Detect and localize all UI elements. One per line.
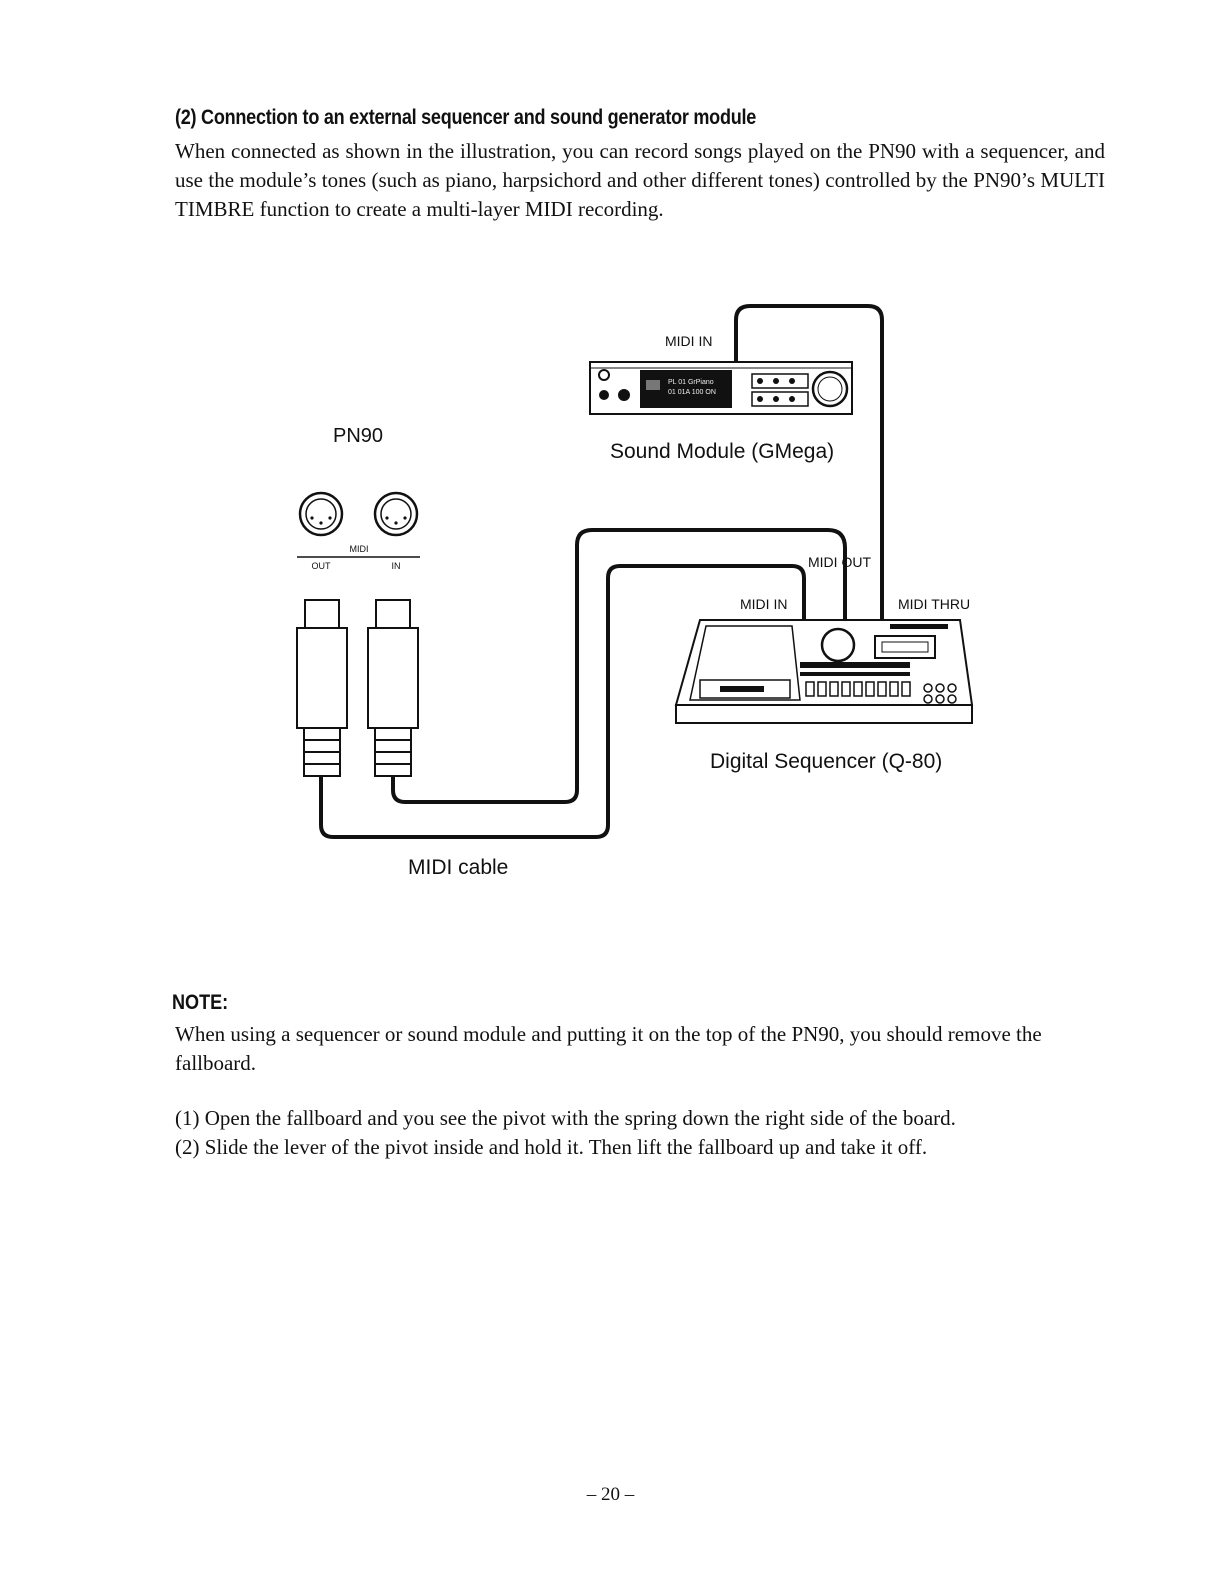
pn90-in-cable: [391, 528, 847, 804]
in-jack-label: IN: [392, 561, 401, 571]
seq-midi-thru-label: MIDI THRU: [898, 596, 970, 612]
seq-midi-in-label: MIDI IN: [740, 596, 787, 612]
section-heading: (2) Connection to an external sequencer …: [175, 106, 757, 129]
thru-to-module-cable: [734, 304, 884, 622]
lcd-line-1: PL 01 GrPiano: [668, 379, 714, 386]
pn90-out-cable: [319, 564, 806, 839]
note-heading: NOTE:: [172, 991, 229, 1014]
module-label: Sound Module (GMega): [610, 440, 834, 463]
steps-list: (1) Open the fallboard and you see the p…: [175, 1104, 1105, 1162]
sound-module-illustration: PL 01 GrPiano 01 01A 100 ON: [589, 361, 853, 415]
cable-label: MIDI cable: [408, 856, 508, 879]
midi-jack-label: MIDI: [350, 544, 369, 554]
pn90-label: PN90: [333, 425, 383, 447]
pn90-midi-jacks: [297, 491, 420, 558]
page-number: – 20 –: [586, 1484, 635, 1505]
intro-paragraph: When connected as shown in the illustrat…: [175, 139, 1105, 221]
out-jack-label: OUT: [312, 561, 332, 571]
sequencer-illustration: [674, 619, 974, 724]
note-paragraph: When using a sequencer or sound module a…: [175, 1022, 1042, 1075]
step-item: (2) Slide the lever of the pivot inside …: [175, 1135, 928, 1159]
lcd-line-2: 01 01A 100 ON: [668, 389, 716, 396]
step-item: (1) Open the fallboard and you see the p…: [175, 1106, 956, 1130]
midi-cables: [319, 304, 884, 839]
seq-midi-out-label: MIDI OUT: [808, 554, 871, 570]
sequencer-label: Digital Sequencer (Q-80): [710, 750, 942, 773]
midi-plugs: [296, 599, 419, 777]
module-midi-in-label: MIDI IN: [665, 333, 712, 349]
